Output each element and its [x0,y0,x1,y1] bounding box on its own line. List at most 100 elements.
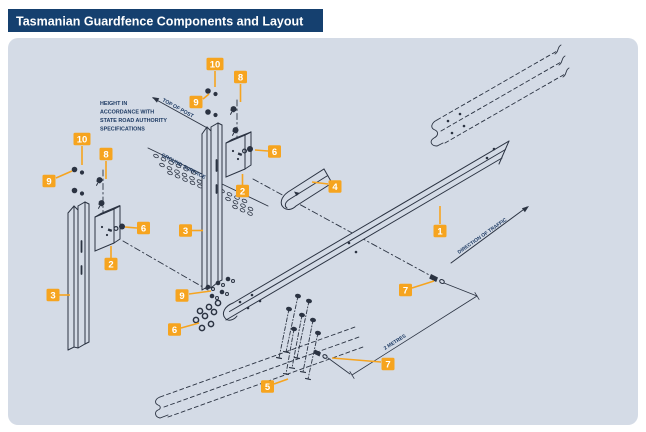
callout-number: 7 [385,360,390,371]
ground-hatch-mark [181,172,188,178]
callout-box [328,180,342,193]
splice-screw-head [215,280,221,286]
callout-10-left-bolts: 10 [73,132,91,165]
splice-bolt-7 [313,349,328,359]
splice-nuts [192,299,222,332]
splice-nut [192,316,200,324]
splice-bolt [304,330,321,381]
callout-3-center-post: 3 [179,224,203,237]
callout-box [268,145,281,158]
splice-nut [214,299,222,307]
ground-hatch-mark [160,157,167,162]
splice-nut [201,312,209,320]
ground-hatch-mark [239,208,246,213]
ground-hatch-mark [225,196,231,202]
callout-9-splice-screws: 9 [175,289,212,302]
ground-hatch-mark [189,180,196,186]
callout-number: 9 [179,291,184,302]
post-bolt-7 [429,274,445,285]
callout-leader [273,378,289,385]
callout-number: 4 [332,182,338,193]
callout-8-center-screws: 8 [234,70,247,102]
ground-hatch-mark [153,153,159,159]
callout-box [179,224,192,237]
callout-box [137,221,150,235]
bolt-tip [275,356,283,360]
callout-6-center-bolt: 6 [254,145,281,158]
callout-7-splice-bolt: 7 [331,357,395,371]
arrowhead [521,206,529,213]
splice-screw-washer [215,296,219,300]
rail-bolt-holes [446,112,466,135]
callout-number: 1 [437,227,443,238]
page-title: Tasmanian Guardfence Components and Layo… [16,15,304,29]
callout-4-rail-end-shoe: 4 [311,180,342,193]
callout-6-left-bolt: 6 [124,221,150,235]
bolt-shaft [291,314,303,369]
callout-number: 9 [193,98,198,109]
ground-hatch-mark [232,204,238,210]
callout-2-left-block: 2 [104,246,118,271]
spec-note-line: ACCORDANCE WITH [100,110,154,116]
ground-surface-line [147,147,269,216]
bolt-tip [293,356,301,360]
callout-leader [202,93,210,100]
callout-number: 10 [210,60,221,71]
bolt-shaft [285,328,295,375]
left-spacer-block [94,205,121,252]
splice-bolts [275,293,321,381]
callout-leader [411,280,435,289]
callout-6-splice-nuts: 6 [168,322,200,336]
ground-hatch-mark [247,206,254,212]
upstream-rail-dashed [430,44,570,147]
callout-box [104,257,118,271]
callout-number: 3 [183,226,188,237]
splice-nut [198,324,206,332]
center-post-bolts [205,88,253,154]
callout-leader [55,170,73,179]
callout-8-left-screws: 8 [99,147,113,179]
callout-leader [311,181,329,185]
left-post-bolts [71,166,125,232]
splice-screw-head [225,276,231,282]
callout-number: 10 [77,135,88,146]
callout-2-center-block: 2 [236,174,249,198]
callout-10-center-bolts: 10 [206,57,224,87]
splice-bolt [282,293,301,354]
splice-screw-washer [211,287,215,291]
bolt-tip [282,350,290,354]
callout-box [46,288,60,302]
ground-hatch-mark [166,166,173,171]
center-post-screws [230,106,239,136]
callout-number: 2 [108,260,113,271]
title-bar-background [8,9,323,32]
callout-number: 2 [240,187,245,198]
title-bar: Tasmanian Guardfence Components and Layo… [8,9,323,32]
callout-number: 8 [238,73,243,84]
callout-box [168,323,181,336]
bolt-shaft [302,319,314,373]
callout-3-left-post: 3 [46,288,70,302]
ground-hatch-mark [232,200,239,205]
rail-end-shoe [280,168,333,210]
bolt-6-head [119,223,125,230]
left-guard-post [67,201,90,351]
diagram-panel [8,38,638,425]
bolt-shaft [307,332,319,380]
callout-1-rail: 1 [433,206,447,238]
ground-hatch-mark [189,176,195,181]
assembly-axis-lines [102,99,434,291]
callout-7-post-bolt: 7 [399,280,435,297]
callout-box [206,57,224,71]
callout-9-left-bolts: 9 [42,170,73,188]
left-post-screws [96,177,105,209]
splice-screw-head [209,293,215,299]
callout-box [73,132,91,146]
splice-nut [196,307,204,315]
bolt-shaft [296,300,310,359]
callout-number: 8 [103,150,108,161]
callout-box [175,289,189,302]
splice-screws [205,276,235,300]
bolt-shaft [278,308,290,359]
